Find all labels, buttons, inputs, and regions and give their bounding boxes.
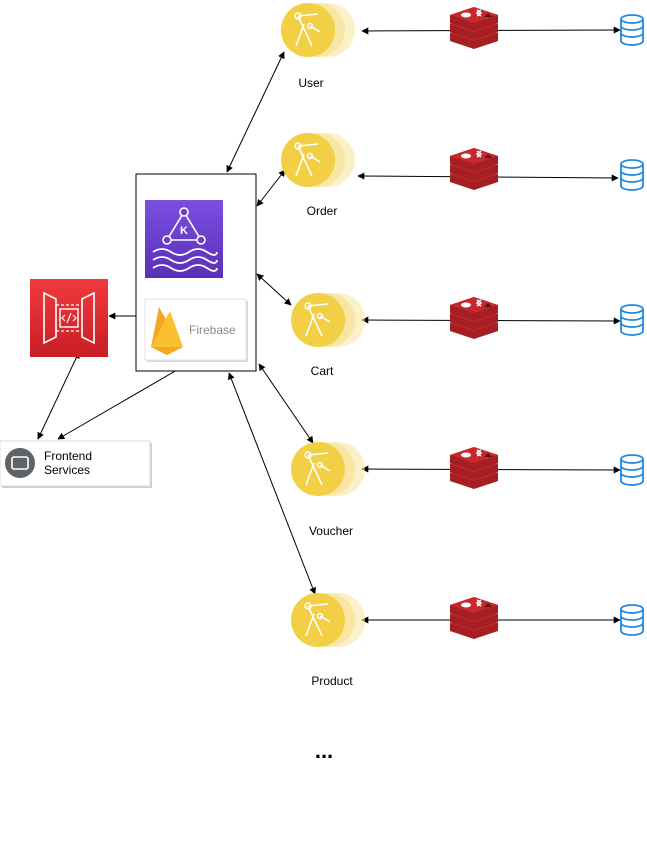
service-row-user: User bbox=[281, 3, 644, 90]
service-label-cart: Cart bbox=[311, 364, 334, 378]
frontend-services-card: Frontend Services bbox=[0, 440, 152, 488]
lambda-service-icon bbox=[291, 442, 365, 496]
database-icon bbox=[620, 604, 644, 636]
service-row-order: Order bbox=[281, 133, 644, 218]
service-label-product: Product bbox=[311, 674, 353, 688]
firebase-card: Firebase bbox=[144, 298, 248, 362]
service-label-user: User bbox=[298, 76, 323, 90]
api-gateway-icon bbox=[30, 279, 108, 357]
lambda-service-icon bbox=[291, 293, 365, 347]
redis-icon bbox=[450, 597, 498, 639]
lambda-service-icon bbox=[291, 593, 365, 647]
edge-hub-user bbox=[226, 51, 285, 173]
firebase-label: Firebase bbox=[189, 323, 236, 337]
database-icon bbox=[620, 14, 644, 46]
kafka-stream-icon: K bbox=[145, 200, 223, 278]
more-services-ellipsis: ... bbox=[315, 738, 333, 763]
database-icon bbox=[620, 304, 644, 336]
service-row-product: Product bbox=[291, 593, 644, 688]
frontend-label-line2: Services bbox=[44, 463, 90, 477]
service-row-voucher: Voucher bbox=[291, 442, 644, 538]
service-label-order: Order bbox=[307, 204, 338, 218]
service-label-voucher: Voucher bbox=[309, 524, 353, 538]
redis-icon bbox=[450, 447, 498, 489]
redis-icon bbox=[450, 7, 498, 49]
frontend-label-line1: Frontend bbox=[44, 449, 92, 463]
lambda-service-icon bbox=[281, 133, 355, 187]
service-row-cart: Cart bbox=[291, 293, 644, 378]
edge-hub-order bbox=[256, 169, 286, 207]
browser-window-icon bbox=[5, 448, 35, 478]
edge-hub-cart bbox=[256, 273, 292, 306]
kafka-letter: K bbox=[180, 225, 188, 237]
firebase-icon bbox=[151, 307, 183, 355]
edge-gateway-frontend bbox=[37, 351, 80, 440]
lambda-service-icon bbox=[281, 3, 355, 57]
redis-icon bbox=[450, 297, 498, 339]
edge-firebase-frontend bbox=[57, 358, 197, 440]
database-icon bbox=[620, 159, 644, 191]
database-icon bbox=[620, 454, 644, 486]
edge-hub-product bbox=[228, 372, 316, 595]
edge-hub-voucher bbox=[258, 363, 314, 444]
redis-icon bbox=[450, 148, 498, 190]
